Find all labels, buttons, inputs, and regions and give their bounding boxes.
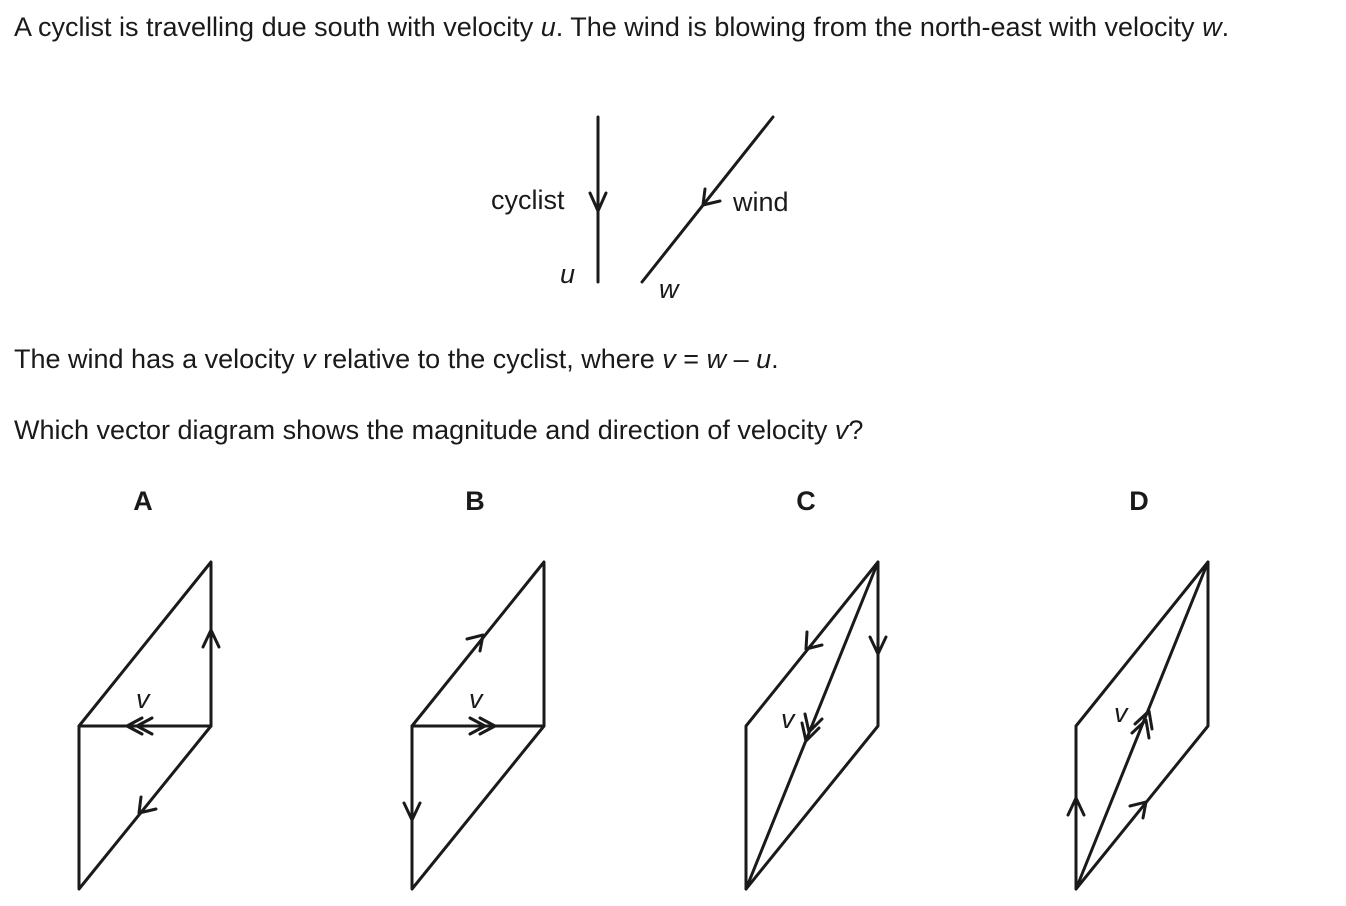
option-a-double-arrowhead-2	[135, 716, 154, 736]
option-b-double-arrowhead-1	[478, 716, 497, 736]
option-d-double-arrowhead-1	[1133, 709, 1154, 731]
option-d-v-label: v	[1114, 698, 1129, 728]
option-d[interactable]: D v	[1066, 486, 1210, 891]
option-c-double-arrowhead-2	[800, 721, 821, 743]
option-c-down-arrowhead	[868, 635, 888, 656]
option-a[interactable]: A v	[77, 486, 221, 891]
option-d-diag-arrowhead	[1128, 800, 1148, 820]
question-intro: A cyclist is travelling due south with v…	[14, 12, 1230, 42]
u-label: u	[560, 259, 575, 289]
symbol-u: u	[540, 12, 556, 42]
option-a-up-arrowhead	[201, 628, 221, 649]
option-d-up-arrowhead	[1066, 796, 1086, 817]
option-a-v-label: v	[136, 684, 151, 714]
cyclist-label: cyclist	[491, 185, 565, 215]
option-c[interactable]: C v	[744, 486, 888, 891]
option-b-parallelogram	[410, 560, 546, 891]
option-c-v-label: v	[781, 704, 796, 734]
option-b[interactable]: B v	[402, 486, 546, 891]
option-d-letter: D	[1129, 486, 1149, 516]
symbol-w: w	[1202, 12, 1222, 42]
option-a-double-arrowhead-1	[125, 716, 144, 736]
wind-arrowhead	[701, 187, 722, 207]
option-b-double-arrowhead-2	[468, 716, 487, 736]
option-d-double-arrowhead-2	[1130, 718, 1151, 740]
option-a-diag-arrowhead	[137, 795, 158, 815]
w-label: w	[659, 274, 680, 304]
cyclist-arrowhead	[588, 191, 608, 213]
option-b-down-arrowhead	[402, 801, 422, 822]
wind-label: wind	[732, 187, 789, 217]
relation-statement: The wind has a velocity v relative to th…	[14, 344, 779, 374]
option-b-v-label: v	[469, 684, 484, 714]
wind-vector-line	[640, 115, 775, 284]
question-prompt: Which vector diagram shows the magnitude…	[14, 415, 864, 445]
option-c-double-arrowhead-1	[803, 712, 824, 734]
option-a-parallelogram	[77, 560, 213, 891]
option-c-diag-arrowhead	[804, 630, 824, 651]
option-b-letter: B	[465, 486, 485, 516]
option-c-letter: C	[796, 486, 816, 516]
option-b-diag-arrowhead	[465, 633, 485, 653]
option-a-letter: A	[133, 486, 153, 516]
given-vectors-figure: cyclist wind u w	[491, 115, 789, 304]
option-c-v-line	[744, 560, 880, 891]
